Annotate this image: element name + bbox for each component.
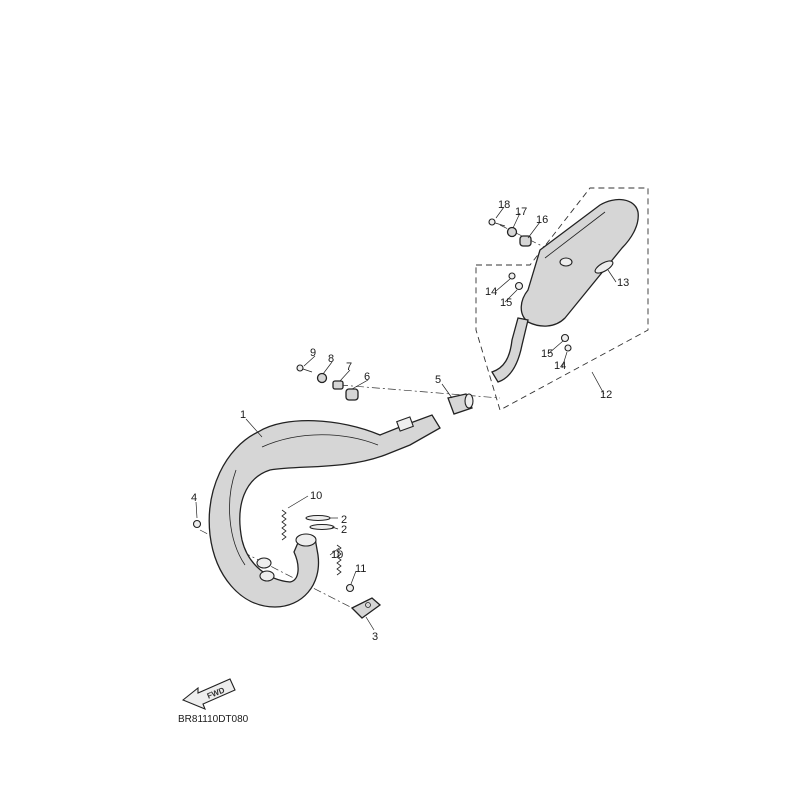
bolt-18: [488, 218, 506, 227]
callout-8: 8: [328, 353, 334, 365]
callout-11: 11: [355, 563, 366, 575]
flange-3: [350, 597, 382, 619]
callout-18: 18: [498, 199, 510, 211]
spring-10b: [336, 544, 342, 576]
washer-15a: [514, 281, 524, 291]
exhaust-pipe: [208, 414, 441, 608]
damper-16: [519, 235, 532, 247]
callout-13: 13: [617, 277, 629, 289]
bolt-14a: [508, 272, 516, 280]
bolt-14b: [564, 344, 572, 352]
collar-7: [332, 380, 344, 390]
callout-12: 12: [600, 389, 612, 401]
callout-2-upper: 2: [341, 514, 347, 526]
fwd-arrow-icon: FWD: [181, 678, 236, 711]
callout-14-upper: 14: [485, 286, 497, 298]
callout-10-lower: 10: [331, 549, 343, 561]
callout-17: 17: [515, 206, 527, 218]
callout-9: 9: [310, 347, 316, 359]
callout-7: 7: [346, 361, 352, 373]
bolt-4: [192, 519, 202, 529]
callout-10-upper: 10: [310, 490, 322, 502]
callout-4: 4: [191, 492, 197, 504]
bolt-9: [296, 364, 313, 373]
o-ring-2b: [309, 523, 335, 531]
centerline-upper: [339, 384, 501, 399]
damper-6: [345, 388, 359, 401]
callout-15-upper: 15: [500, 297, 512, 309]
collar-8: [316, 372, 328, 384]
callout-16: 16: [536, 214, 548, 226]
drawing-code: BR81110DT080: [178, 714, 249, 725]
callout-2-lower: 2: [341, 524, 347, 536]
collar-17: [506, 226, 518, 238]
bolt-11: [345, 583, 355, 593]
callout-6: 6: [364, 371, 370, 383]
o-ring-2a: [305, 514, 331, 522]
joint-part: [447, 393, 474, 415]
washer-15b: [560, 333, 570, 343]
spring-10a: [281, 509, 287, 541]
centerline-header: [199, 529, 361, 613]
callout-3: 3: [372, 631, 378, 643]
callout-1: 1: [240, 409, 246, 421]
callout-15-lower: 15: [541, 348, 553, 360]
callout-5: 5: [435, 374, 441, 386]
callout-14-lower: 14: [554, 360, 566, 372]
silencer: [491, 198, 639, 383]
